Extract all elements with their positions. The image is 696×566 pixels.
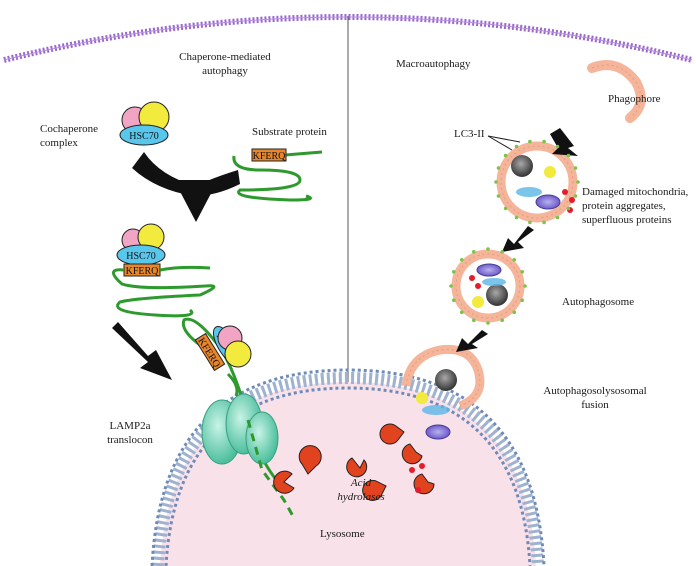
lc3-dot	[512, 258, 516, 262]
macro-heading: Macroautophagy	[396, 58, 471, 70]
lc3-dot	[500, 318, 505, 323]
cma-heading-line2: autophagy	[202, 65, 248, 77]
lc3-dot	[494, 180, 498, 184]
lamp2a-label-line1: LAMP2a	[109, 420, 151, 432]
lc3-dot	[486, 247, 490, 251]
lamp2a-label-line2: translocon	[107, 434, 153, 446]
lc3-dot	[512, 310, 516, 315]
macro-arrows	[456, 128, 578, 352]
acid-hydrolases-label-line2: hydrolases	[337, 491, 385, 503]
lc3-dot	[573, 194, 578, 198]
cochaperone-label-line2: complex	[40, 137, 78, 149]
lc3-dot	[472, 318, 476, 323]
lc3-dot	[576, 180, 580, 184]
lc3-dot	[528, 139, 532, 144]
fusing-autophagosome	[401, 344, 485, 440]
down-arrow	[112, 322, 172, 380]
lc3-dot	[503, 153, 508, 158]
lc3-dot	[520, 270, 524, 274]
lc3-dot	[496, 166, 501, 170]
phagophore-label: Phagophore	[608, 93, 661, 105]
lc3-dot	[460, 258, 464, 262]
cochaperone-label: Cochaperone complex	[40, 122, 98, 150]
autophagosome-label: Autophagosome	[562, 296, 635, 308]
lc3-dot	[460, 310, 464, 315]
lc3-dot	[555, 215, 560, 220]
kferq-tag: KFERQ	[126, 266, 160, 277]
acid-hydrolases-label-line1: Acid	[350, 477, 372, 489]
lc3-dot	[472, 250, 476, 254]
cma-heading: Chaperone-mediated autophagy	[170, 50, 280, 78]
acid-hydrolases-label: Acid hydrolases	[326, 476, 396, 504]
bound-complex: HSC70 KFERQ	[112, 223, 216, 318]
lc3-dot	[496, 194, 501, 198]
fusion-label-line2: fusion	[581, 399, 609, 411]
lc3-dot	[566, 206, 571, 211]
lysosome-label: Lysosome	[320, 528, 365, 540]
cochaperone-complex: HSC70	[119, 101, 170, 146]
lamp2a-translocon	[201, 393, 296, 519]
cochaperone-label-line1: Cochaperone	[40, 123, 99, 135]
lc3-leaders	[487, 135, 521, 151]
autophagosome	[451, 249, 525, 323]
cargo-label-line2: protein aggregates,	[582, 200, 666, 212]
lc3-dot	[573, 166, 578, 170]
lc3-dot	[514, 215, 519, 220]
hsc70-tag: HSC70	[126, 251, 155, 262]
cargo-label-line3: superfluous proteins	[582, 214, 672, 226]
lc3-dot	[528, 220, 532, 225]
phagophore	[587, 60, 646, 123]
lc3-dot	[520, 298, 524, 303]
cma-heading-line1: Chaperone-mediated	[179, 51, 271, 63]
cargo-label-line1: Damaged mitochondria,	[582, 186, 689, 198]
substrate-protein: KFERQ	[232, 148, 323, 202]
lc3-dot	[523, 284, 527, 288]
kferq-tag: KFERQ	[253, 151, 287, 162]
autophagosome-forming	[496, 141, 578, 223]
lc3-dot	[503, 206, 508, 211]
binding-arrow	[132, 152, 240, 222]
lamp2a-label: LAMP2a translocon	[90, 419, 170, 447]
fusion-label: Autophagosolysosomal fusion	[530, 384, 660, 412]
lc3-label: LC3-II	[454, 128, 485, 140]
lc3-dot	[449, 284, 453, 288]
lc3-dot	[500, 250, 505, 254]
lc3-dot	[452, 270, 456, 274]
lc3-dot	[542, 139, 546, 144]
lc3-dot	[452, 298, 456, 303]
lc3-dot	[566, 153, 571, 158]
fusion-label-line1: Autophagosolysosomal	[543, 385, 647, 397]
lc3-dot	[555, 144, 560, 149]
substrate-label: Substrate protein	[252, 126, 327, 138]
lc3-dot	[514, 144, 519, 149]
acid-hydrolases	[273, 423, 435, 501]
lc3-dot	[486, 321, 490, 325]
cargo-label: Damaged mitochondria, protein aggregates…	[582, 185, 688, 227]
lc3-dot	[542, 220, 546, 225]
hsc70-tag: HSC70	[129, 131, 158, 142]
